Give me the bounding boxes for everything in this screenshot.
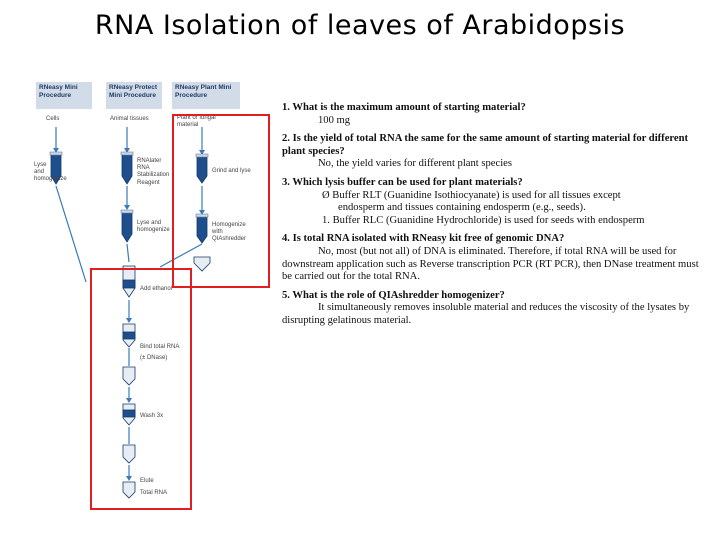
header-rneasy-protect: RNeasy Protect Mini Procedure	[106, 82, 162, 109]
header-rneasy-mini: RNeasy Mini Procedure	[36, 82, 92, 109]
label-homogenize-qiashredder: Homogenize with QIAshredder	[212, 222, 247, 243]
answer: 100 mg	[318, 114, 351, 126]
rneasy-flowchart: RNeasy Mini Procedure RNeasy Protect Min…	[30, 82, 275, 512]
label-wash: Wash 3x	[140, 413, 164, 419]
qa-item: 1. What is the maximum amount of startin…	[282, 102, 702, 127]
question: 1. What is the maximum amount of startin…	[282, 102, 526, 113]
qa-item: 2. Is the yield of total RNA the same fo…	[282, 133, 702, 171]
label-cells: Cells	[46, 116, 60, 122]
flow-diagram-graphics	[49, 127, 211, 499]
label-plant-tissue: Plant or fungal material	[177, 115, 216, 129]
answer-bullet: Ø Buffer RLT (Guanidine Isothiocyanate) …	[322, 189, 621, 201]
label-rnalater: RNAlater RNA Stabilization Reagent	[137, 158, 170, 186]
answer: No, the yield varies for different plant…	[318, 158, 512, 170]
page-title: RNA Isolation of leaves of Arabidopsis	[94, 10, 626, 41]
question: 5. What is the role of QIAshredder homog…	[282, 289, 505, 301]
answer-continuation: endosperm and tissues containing endospe…	[338, 202, 586, 214]
label-bind-rna: Bind total RNA	[140, 344, 180, 350]
answer: It simultaneously removes insoluble mate…	[282, 302, 690, 326]
question: 2. Is the yield of total RNA the same fo…	[282, 133, 689, 157]
label-add-ethanol: Add ethanol	[140, 286, 173, 292]
answer: No, most (but not all) of DNA is elimina…	[282, 245, 699, 283]
qa-item: 4. Is total RNA isolated with RNeasy kit…	[282, 233, 702, 283]
label-total-rna: Total RNA	[140, 490, 168, 496]
qa-item: 5. What is the role of QIAshredder homog…	[282, 290, 702, 328]
question: 3. Which lysis buffer can be used for pl…	[282, 176, 523, 188]
answer-numbered: 1. Buffer RLC (Guanidine Hydrochloride) …	[322, 214, 645, 226]
highlight-plant-procedure	[172, 114, 270, 288]
label-animal-tissues: Animal tissues	[110, 116, 149, 122]
label-elute: Elute	[140, 478, 154, 484]
label-lyse-homogenize-1: Lyse and homogenize	[34, 162, 67, 183]
qa-item: 3. Which lysis buffer can be used for pl…	[282, 177, 702, 227]
label-lyse-homogenize-2: Lyse and homogenize	[137, 220, 170, 234]
highlight-common-steps	[90, 268, 192, 510]
header-rneasy-plant: RNeasy Plant Mini Procedure	[172, 82, 240, 109]
question: 4. Is total RNA isolated with RNeasy kit…	[282, 233, 565, 245]
qa-section: 1. What is the maximum amount of startin…	[282, 102, 702, 334]
label-grind-lyse: Grind and lyse	[212, 168, 251, 174]
label-dnase: (± DNase)	[140, 355, 168, 361]
